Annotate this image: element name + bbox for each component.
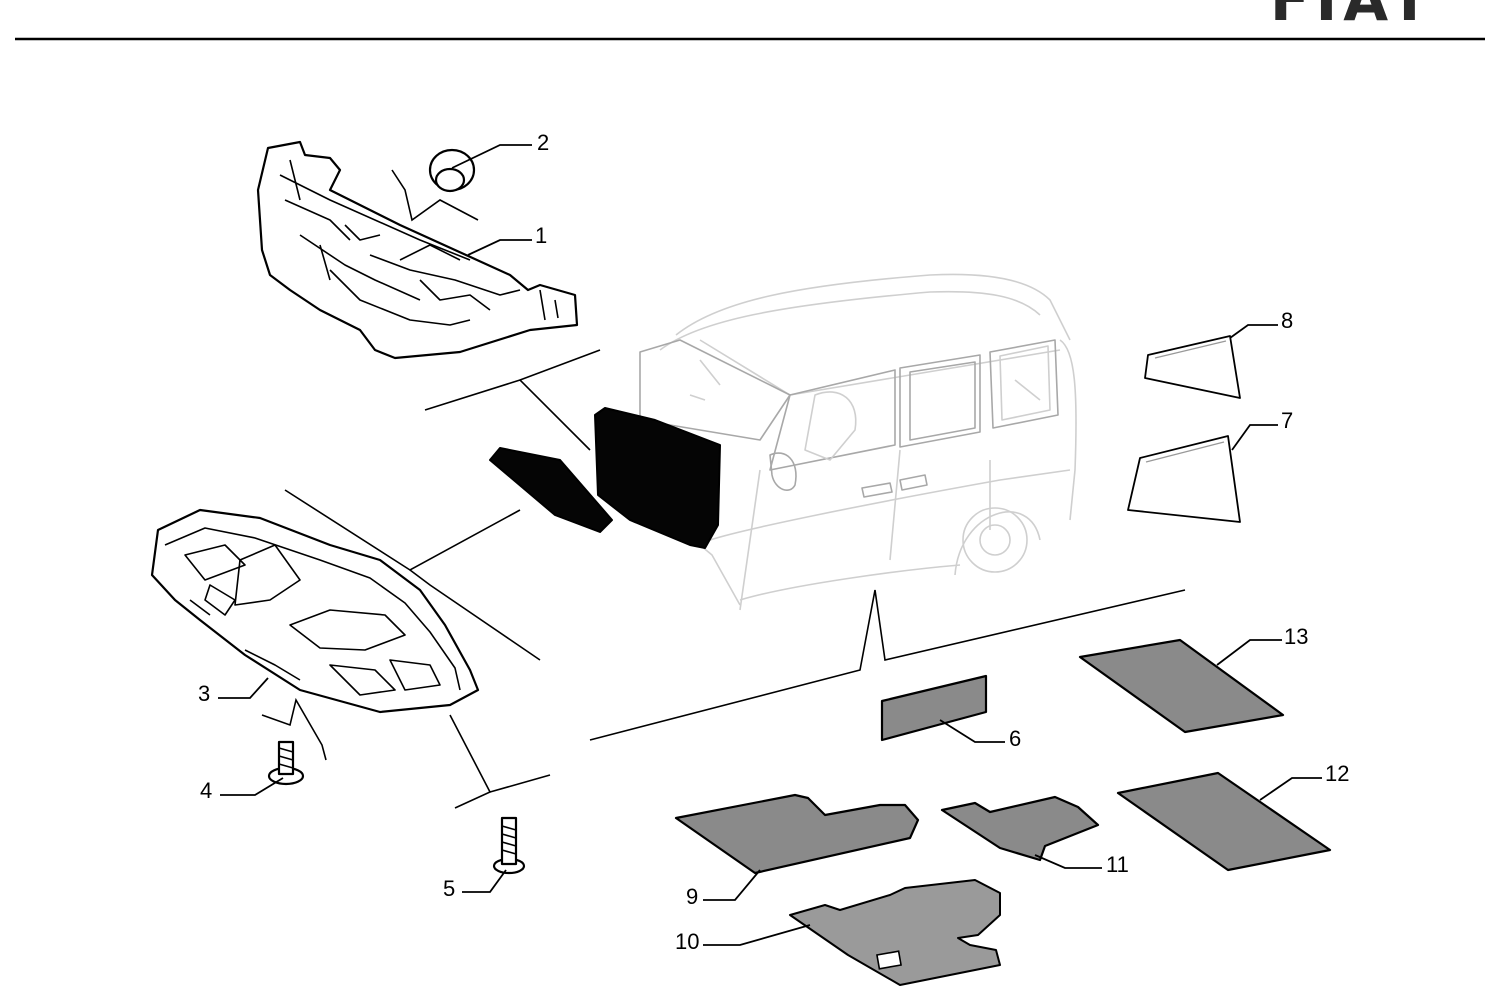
callout-3: 3 bbox=[198, 681, 210, 706]
callout-10: 10 bbox=[675, 929, 699, 954]
part-2-grommet bbox=[428, 148, 476, 193]
part-11-mat bbox=[940, 795, 1100, 862]
part-13-mat bbox=[1078, 638, 1285, 734]
callout-4: 4 bbox=[200, 778, 212, 803]
callout-2: 2 bbox=[537, 130, 549, 155]
callout-leaders bbox=[218, 144, 1322, 946]
part-6-mat bbox=[880, 674, 988, 742]
vehicle-outline bbox=[639, 273, 1077, 611]
callout-11: 11 bbox=[1106, 852, 1129, 877]
part-3-undertray bbox=[150, 508, 480, 714]
callout-12: 12 bbox=[1325, 761, 1349, 786]
callout-5: 5 bbox=[443, 876, 455, 901]
brand-logo: FIAT bbox=[1270, 0, 1435, 34]
part-10-mat bbox=[789, 879, 1001, 986]
part-4-screw bbox=[267, 740, 305, 786]
part-5-screw bbox=[492, 816, 526, 875]
callout-7: 7 bbox=[1281, 408, 1293, 433]
front-black-pads bbox=[489, 407, 721, 549]
callout-8: 8 bbox=[1281, 308, 1293, 333]
header: FIAT bbox=[15, 0, 1485, 41]
part-8-glass bbox=[1144, 335, 1241, 399]
callout-6: 6 bbox=[1009, 726, 1021, 751]
callout-labels: 2 1 8 7 13 12 6 11 9 10 3 4 5 bbox=[198, 130, 1349, 954]
part-1-bulkhead-insulation bbox=[256, 140, 579, 360]
part-9-mat bbox=[674, 793, 920, 875]
callout-1: 1 bbox=[535, 223, 547, 248]
assembly-lines bbox=[261, 169, 1186, 809]
callout-13: 13 bbox=[1284, 624, 1308, 649]
part-12-mat bbox=[1116, 771, 1332, 872]
callout-9: 9 bbox=[686, 884, 698, 909]
part-7-glass bbox=[1127, 435, 1241, 523]
